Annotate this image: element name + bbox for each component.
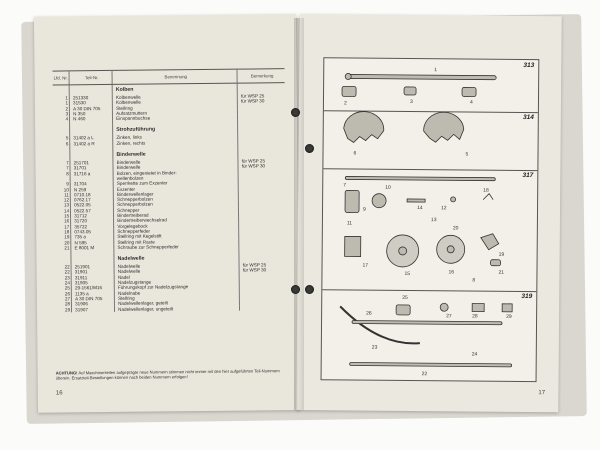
figure-317-part-label: 16 bbox=[448, 269, 454, 275]
figure-319-part-label: 26 bbox=[366, 311, 372, 317]
row-nr: 29 bbox=[54, 306, 72, 313]
bolt-drawing bbox=[406, 198, 426, 203]
binding-hole-bottom-right bbox=[305, 285, 314, 294]
figures-frame: 313 314 317 319 bbox=[320, 57, 540, 383]
header-name: Benennung bbox=[112, 69, 238, 85]
parts-table: Lfd. Nr. Teil-Nr. Benennung Bemerkung Ko… bbox=[52, 68, 288, 313]
figure-319-part-label: 29 bbox=[506, 314, 512, 320]
header-part-no: Teil-Nr. bbox=[69, 70, 113, 85]
row-remark bbox=[240, 305, 287, 311]
ring-drawing bbox=[450, 196, 457, 203]
figure-313-part-label: 3 bbox=[410, 99, 413, 105]
bracket-drawing bbox=[344, 236, 362, 257]
pawl-drawing bbox=[480, 233, 500, 251]
left-tine-drawing bbox=[343, 111, 385, 143]
collar-drawing bbox=[341, 85, 357, 97]
change-gear-hub bbox=[446, 245, 455, 254]
binding-hole-top-left bbox=[291, 108, 300, 117]
figure-317-part-label: 9 bbox=[363, 207, 366, 213]
needle-shaft-drawing bbox=[349, 362, 513, 368]
figure-317-part-label: 12 bbox=[441, 205, 447, 211]
needle-hub-drawing bbox=[395, 304, 411, 316]
figure-313-part-label: 1 bbox=[434, 67, 437, 73]
header-nr: Lfd. Nr. bbox=[52, 70, 70, 86]
figure-317-part-label: 8 bbox=[472, 278, 475, 284]
figure-319-part-label: 25 bbox=[402, 295, 408, 301]
figure-317-part-label: 17 bbox=[363, 263, 369, 269]
figure-317-part-label: 15 bbox=[404, 271, 410, 277]
bearing-solid-319-drawing bbox=[501, 303, 513, 313]
figure-313-part-label: 4 bbox=[470, 99, 473, 105]
row-part-no: 31907 bbox=[71, 306, 115, 313]
figure-319-part-label: 23 bbox=[372, 345, 378, 351]
nut-drawing bbox=[403, 86, 417, 96]
left-page: Lfd. Nr. Teil-Nr. Benennung Bemerkung Ko… bbox=[33, 14, 301, 413]
collar-319-drawing bbox=[439, 302, 449, 312]
eccentric-drawing bbox=[371, 193, 387, 209]
header-remark: Bemerkung bbox=[237, 68, 285, 84]
figure-314-part-label: 5 bbox=[465, 151, 468, 157]
left-page-number: 16 bbox=[55, 390, 63, 397]
drive-gear-hub bbox=[398, 246, 408, 256]
figure-319-part-label: 28 bbox=[472, 314, 478, 320]
right-page-number: 17 bbox=[538, 390, 546, 397]
binder-shaft-drawing bbox=[344, 176, 496, 182]
figure-317-part-label: 11 bbox=[347, 220, 352, 226]
footer-warning-note: ACHTUNG! Auf Maschinenteilen aufgeprägte… bbox=[56, 368, 288, 381]
book-gutter bbox=[294, 18, 304, 410]
figure-319-part-label: 27 bbox=[446, 313, 452, 319]
figure-313-part-label: 2 bbox=[344, 100, 347, 106]
screw-collar-drawing bbox=[490, 259, 501, 267]
figure-317-part-label: 7 bbox=[343, 182, 346, 188]
needle-drawing bbox=[339, 305, 420, 345]
spring-drawing bbox=[482, 193, 494, 200]
bushing-drawing bbox=[461, 87, 477, 97]
bearing-drawing bbox=[344, 190, 360, 213]
needle-rod-drawing bbox=[351, 320, 503, 326]
binding-hole-bottom-left bbox=[291, 285, 300, 294]
figure-317-part-label: 10 bbox=[385, 185, 391, 191]
figure-314-part-label: 6 bbox=[353, 150, 356, 156]
right-page: 313 314 317 319 bbox=[296, 14, 562, 413]
binding-hole-top-right bbox=[305, 144, 314, 153]
shaft-end-drawing bbox=[344, 73, 352, 80]
figure-317-part-label: 20 bbox=[453, 225, 459, 231]
figure-317-part-label: 19 bbox=[499, 252, 505, 258]
bearing-319-drawing bbox=[471, 303, 485, 313]
figure-319-part-label: 22 bbox=[422, 371, 428, 377]
piston-shaft-drawing bbox=[345, 74, 497, 81]
row-name: Nadelwellenlager, ungeteilt bbox=[114, 305, 240, 312]
parts-table-wrapper: Lfd. Nr. Teil-Nr. Benennung Bemerkung Ko… bbox=[52, 68, 288, 313]
figure-317-part-label: 18 bbox=[483, 188, 489, 194]
right-tine-drawing bbox=[423, 111, 465, 143]
figure-319-part-label: 24 bbox=[472, 352, 478, 358]
figure-317-part-label: 21 bbox=[498, 270, 504, 276]
figure-317-part-label: 14 bbox=[417, 205, 423, 211]
figure-317-part-label: 13 bbox=[431, 217, 437, 223]
warning-body: Auf Maschinenteilen aufgeprägte neue Num… bbox=[55, 368, 280, 381]
